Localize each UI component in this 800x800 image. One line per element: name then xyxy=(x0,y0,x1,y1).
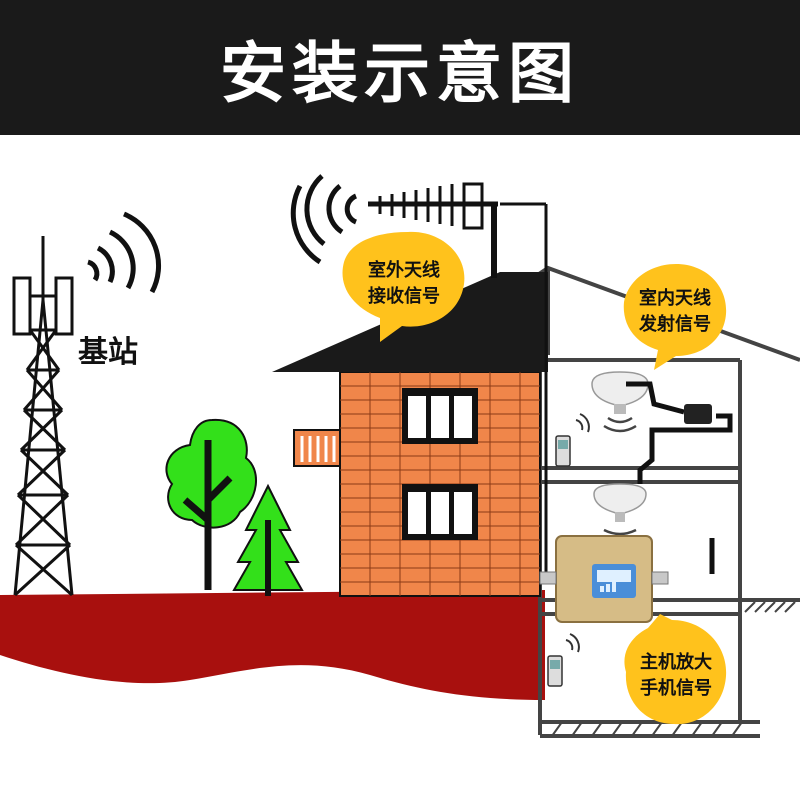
amplifier-label-line1: 主机放大 xyxy=(640,651,712,673)
indoor-antenna-label-line2: 发射信号 xyxy=(638,313,711,335)
pine-tree xyxy=(232,483,304,596)
indoor-antenna-lower xyxy=(593,483,647,522)
amplifier-label-line2: 手机信号 xyxy=(640,677,712,699)
base-station-signal-waves xyxy=(87,211,161,294)
outdoor-antenna-callout: 室外天线 接收信号 xyxy=(342,231,465,342)
phone-signal-waves xyxy=(565,413,590,653)
antenna-cables xyxy=(626,381,733,574)
outdoor-antenna-label-line1: 室外天线 xyxy=(368,259,440,281)
base-station-label: 基站 xyxy=(78,335,138,370)
outdoor-antenna-label-line2: 接收信号 xyxy=(368,285,440,307)
base-station-tower xyxy=(12,236,74,597)
ground xyxy=(0,590,545,700)
deciduous-tree xyxy=(165,418,258,590)
mobile-phone-lower xyxy=(547,655,563,687)
indoor-antenna-upper xyxy=(591,371,649,414)
balcony-rails xyxy=(300,436,336,462)
foundation-hatch xyxy=(551,601,796,737)
signal-splitter xyxy=(684,404,712,424)
title-bar: 安装示意图 xyxy=(0,0,800,135)
indoor-antenna-waves xyxy=(603,416,637,536)
indoor-antenna-label-line1: 室内天线 xyxy=(639,287,711,309)
mobile-phone-upper xyxy=(555,435,571,467)
lower-window xyxy=(402,484,478,540)
upper-window xyxy=(402,388,478,444)
outdoor-antenna-signal-waves xyxy=(290,174,358,265)
amplifier-callout: 主机放大 手机信号 xyxy=(624,614,727,725)
amplifier-unit xyxy=(539,535,669,623)
indoor-antenna-callout: 室内天线 发射信号 xyxy=(623,264,727,370)
page-title: 安装示意图 xyxy=(220,35,580,112)
outdoor-antenna xyxy=(368,182,548,580)
